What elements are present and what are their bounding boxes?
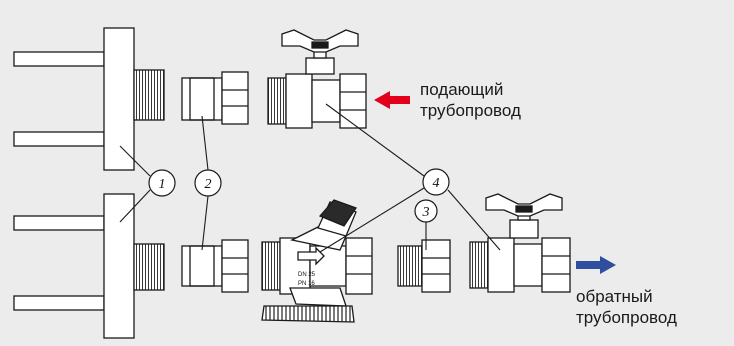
manifold-top [13, 27, 165, 171]
fitting-3 [397, 239, 451, 293]
supply-label-line1: подающий [420, 80, 504, 99]
supply-label-line2: трубопровод [420, 101, 521, 120]
callout-2-text: 2 [205, 177, 212, 192]
callout-2: 2 [194, 169, 222, 197]
callout-1: 1 [148, 169, 176, 197]
return-arrow-icon [576, 256, 616, 274]
callout-4-text: 4 [433, 176, 440, 191]
fitting-top [181, 71, 249, 125]
leader-lines [119, 103, 501, 253]
manifold-bottom [13, 193, 165, 339]
fitting-bottom [181, 239, 249, 293]
callout-3-text: 3 [422, 205, 430, 220]
ball-valve-supply [267, 29, 367, 129]
callout-1-text: 1 [159, 177, 166, 192]
callout-4: 4 [422, 168, 450, 196]
return-label-line1: обратный [576, 287, 653, 306]
dn-marking: DN 25 [298, 272, 316, 278]
callout-3: 3 [414, 199, 438, 223]
supply-arrow-icon [374, 91, 410, 109]
pn-marking: PN 16 [298, 281, 315, 287]
ball-valve-return [469, 193, 571, 293]
balancing-valve: DN 25 PN 16 [261, 199, 373, 323]
return-label-line2: трубопровод [576, 308, 677, 327]
